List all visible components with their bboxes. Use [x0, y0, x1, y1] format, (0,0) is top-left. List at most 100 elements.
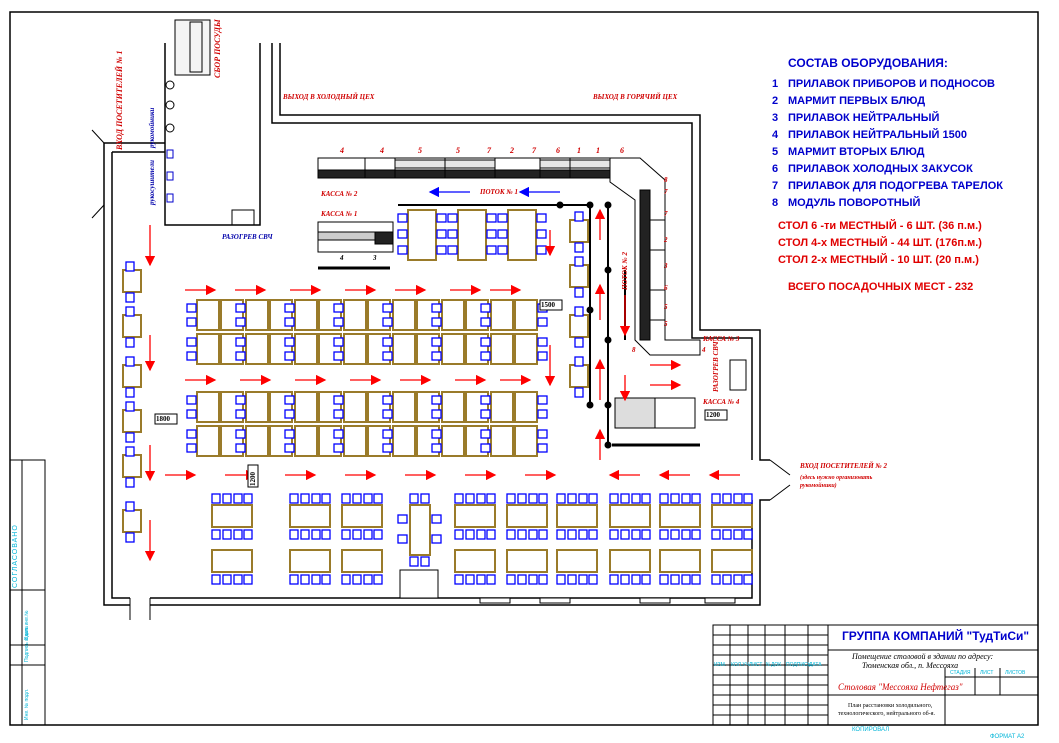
- project-name: Столовая "Мессояха Нефтегаз": [838, 682, 963, 692]
- flow-arrows: [144, 208, 740, 562]
- dining-tables: [122, 209, 753, 585]
- counter-equipment-number: 7: [532, 146, 536, 155]
- legend-item-number: 3: [772, 112, 779, 124]
- legend-total: ВСЕГО ПОСАДОЧНЫХ МЕСТ - 232: [788, 281, 974, 293]
- counter-equipment-number: 5: [456, 146, 460, 155]
- title-block-column-header: ПОДПИСЬ: [786, 662, 811, 668]
- kassa1-equipment-number: 3: [373, 254, 377, 262]
- counter-equipment-number: 7: [487, 146, 491, 155]
- legend-item: 8 МОДУЛЬ ПОВОРОТНЫЙ: [772, 195, 1052, 212]
- legend-item-text: МАРМИТ ВТОРЫХ БЛЮД: [788, 146, 925, 158]
- right-counter-number: 7: [664, 210, 668, 218]
- dim-1200-a: 1200: [249, 472, 257, 486]
- stage-header: ЛИСТОВ: [1005, 670, 1026, 676]
- legend-item: 5 МАРМИТ ВТОРЫХ БЛЮД: [772, 144, 1052, 161]
- side-stamp-cell: Подпись и дата: [24, 626, 30, 662]
- sheet-frame: [9, 11, 1039, 726]
- legend-table-count: СТОЛ 6 -ти МЕСТНЫЙ - 6 ШТ. (36 п.м.): [778, 220, 982, 232]
- label-entrance2: ВХОД ПОСЕТИТЕЛЕЙ № 2: [800, 462, 888, 470]
- legend-item-text: ПРИЛАВОК ХОЛОДНЫХ ЗАКУСОК: [788, 163, 973, 175]
- legend-title: СОСТАВ ОБОРУДОВАНИЯ:: [788, 56, 948, 70]
- service-counter-right: [609, 157, 701, 356]
- legend-item-text: МОДУЛЬ ПОВОРОТНЫЙ: [788, 197, 921, 209]
- counter-equipment-number: 4: [380, 146, 384, 155]
- legend-item-text: ПРИЛАВОК ДЛЯ ПОДОГРЕВА ТАРЕЛОК: [788, 180, 1003, 192]
- label-entrance2-note: (здесь нужно организовать рукомойники): [800, 475, 873, 489]
- legend-item: 6 ПРИЛАВОК ХОЛОДНЫХ ЗАКУСОК: [772, 161, 1052, 178]
- legend-item-number: 1: [772, 78, 779, 90]
- legend-table-count: СТОЛ 4-х МЕСТНЫЙ - 44 ШТ. (176п.м.): [778, 237, 982, 249]
- label-entrance1: ВХОД ПОСЕТИТЕЛЕЙ № 1: [115, 50, 124, 150]
- label-kassa3: КАССА № 3: [703, 335, 740, 343]
- right-counter-number: 5: [664, 303, 668, 311]
- right-counter-number: 8: [664, 176, 668, 184]
- dim-1200-b: 1200: [706, 411, 720, 419]
- label-dish-collection: СБОР ПОСУДЫ: [213, 19, 222, 78]
- stage-header: ЛИСТ: [980, 670, 994, 676]
- side-stamp-label: СОГЛАСОВАНО: [12, 524, 19, 588]
- legend-table-count: СТОЛ 2-х МЕСТНЫЙ - 10 ШТ. (20 п.м.): [778, 254, 979, 266]
- address-line1: Помещение столовой в здании по адресу:: [852, 652, 994, 661]
- label-exit-hot: ВЫХОД В ГОРЯЧИЙ ЦЕХ: [593, 93, 678, 101]
- entrance-door-1: [91, 129, 791, 620]
- label-flow2: ПОТОК № 2: [621, 252, 629, 290]
- description-line2: технологического, нейтрального об-я.: [838, 711, 935, 717]
- counter-equipment-number: 1: [596, 146, 600, 155]
- side-stamp-cell: Инв. № подл.: [24, 688, 30, 720]
- copied-label: КОПИРОВАЛ: [852, 727, 890, 733]
- legend-item-text: МАРМИТ ПЕРВЫХ БЛЮД: [788, 95, 926, 107]
- label-dryers: рукосушители: [148, 160, 156, 205]
- label-microwave2: РАЗОГРЕВ СВЧ: [712, 341, 720, 392]
- kassa1-counter: [317, 221, 394, 270]
- dim-1800: 1800: [156, 415, 170, 423]
- legend-item: 3 ПРИЛАВОК НЕЙТРАЛЬНЫЙ: [772, 110, 1052, 127]
- format-label: ФОРМАТ А2: [990, 734, 1025, 740]
- title-block-column-header: КОЛ.УЧ: [731, 662, 749, 668]
- counter-equipment-number: 2: [510, 146, 514, 155]
- legend-item-number: 5: [772, 146, 779, 158]
- kassa1-equipment-number: 4: [340, 254, 344, 262]
- stage-header: СТАДИЯ: [950, 670, 971, 676]
- legend-item-text: ПРИЛАВОК ПРИБОРОВ И ПОДНОСОВ: [788, 78, 995, 90]
- legend-item: 1 ПРИЛАВОК ПРИБОРОВ И ПОДНОСОВ: [772, 76, 1052, 93]
- label-kassa4: КАССА № 4: [703, 398, 740, 406]
- counter-equipment-number: 5: [418, 146, 422, 155]
- label-flow1: ПОТОК № 1: [480, 188, 518, 196]
- legend-item-text: ПРИЛАВОК НЕЙТРАЛЬНЫЙ: [788, 112, 940, 124]
- description-line1: План расстановки холодильного,: [848, 703, 933, 709]
- counter-equipment-number: 1: [577, 146, 581, 155]
- legend-item-number: 6: [772, 163, 779, 175]
- right-counter-number: 5: [664, 320, 668, 328]
- bottom-wall-cabinets: [399, 569, 736, 604]
- dimension-markers: [154, 299, 728, 488]
- counter-equipment-number: 4: [340, 146, 344, 155]
- legend-item: 7 ПРИЛАВОК ДЛЯ ПОДОГРЕВА ТАРЕЛОК: [772, 178, 1052, 195]
- side-stamp: [9, 459, 46, 726]
- title-block-column-header: ДАТА: [809, 662, 822, 668]
- service-counter-top: [317, 157, 634, 179]
- right-counter-number: 3: [664, 262, 668, 270]
- label-microwave1: РАЗОГРЕВ СВЧ: [222, 233, 273, 241]
- dish-return-area: [165, 19, 255, 226]
- label-exit-cold: ВЫХОД В ХОЛОДНЫЙ ЦЕХ: [283, 93, 375, 101]
- legend-item-number: 8: [772, 197, 779, 209]
- legend-item-number: 7: [772, 180, 779, 192]
- dim-1500: 1500: [541, 301, 555, 309]
- label-washbasins: рукомойники: [148, 107, 156, 148]
- counter-equipment-number: 6: [620, 146, 624, 155]
- title-block-column-header: ЛИСТ: [749, 662, 763, 668]
- address-line2: Тюменская обл., п. Мессояха: [862, 661, 959, 670]
- title-block-column-header: ИЗМ.: [714, 662, 727, 668]
- right-counter-number: 2: [664, 236, 668, 244]
- company-name: ГРУППА КОМПАНИЙ "ТудТиСи": [842, 629, 1030, 643]
- kassa4-counter: [612, 359, 747, 447]
- queue-railings: [398, 201, 626, 449]
- right-counter-number: 6: [664, 284, 668, 292]
- kassa3-number: 4: [702, 346, 706, 354]
- label-kassa1: КАССА № 1: [321, 210, 358, 218]
- right-counter-number: 8: [632, 346, 636, 354]
- title-block: [712, 624, 1039, 726]
- legend-item-number: 2: [772, 95, 779, 107]
